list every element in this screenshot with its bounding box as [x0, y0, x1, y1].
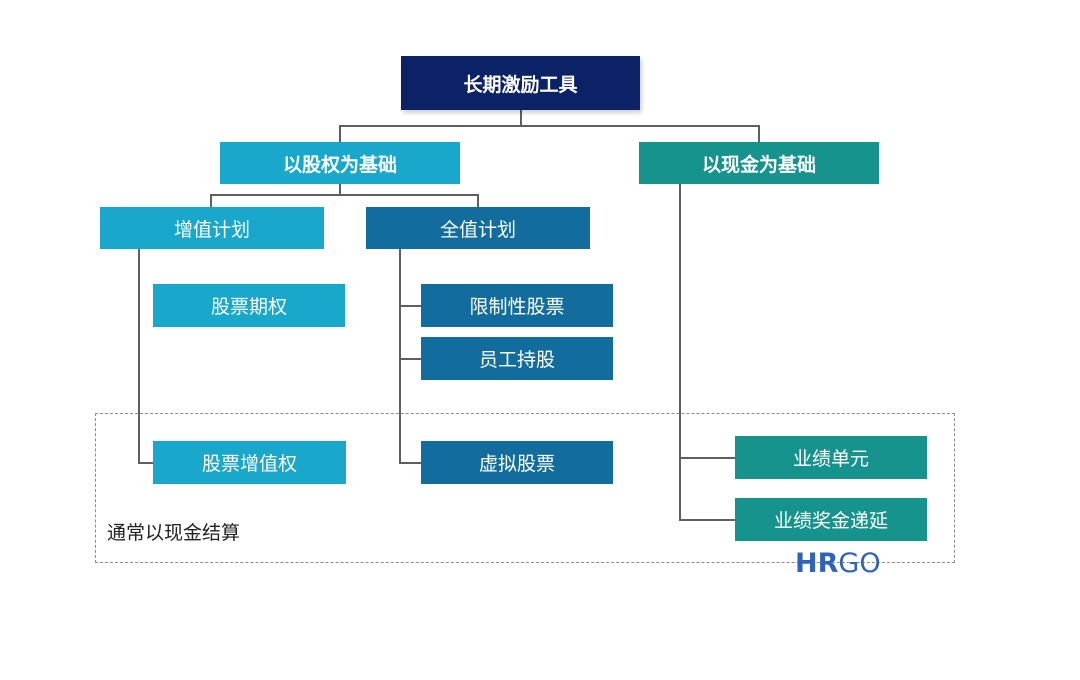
hrgo-logo: HRGO	[795, 548, 881, 580]
phantom-stock-label: 虚拟股票	[478, 453, 555, 475]
connector	[399, 305, 421, 307]
equity-based-label: 以股权为基础	[282, 153, 397, 176]
restricted-stock-node: 限制性股票	[421, 284, 613, 327]
full-value-plan-label: 全值计划	[439, 218, 516, 241]
performance-units-node: 业绩单元	[735, 436, 927, 479]
connector	[520, 110, 522, 126]
appreciation-plan-node: 增值计划	[100, 207, 324, 249]
phantom-stock-node: 虚拟股票	[421, 441, 613, 484]
root-label: 长期激励工具	[463, 73, 578, 96]
connector	[210, 194, 212, 207]
connector	[138, 249, 140, 463]
logo-go: GO	[838, 548, 881, 579]
connector	[339, 125, 341, 142]
connector	[339, 125, 759, 127]
connector	[339, 184, 341, 195]
employee-stock-ownership-label: 员工持股	[478, 349, 555, 371]
cash-based-node: 以现金为基础	[639, 142, 879, 184]
connector	[210, 194, 478, 196]
connector	[679, 184, 681, 520]
appreciation-plan-label: 增值计划	[173, 218, 250, 241]
connector	[399, 249, 401, 463]
cash-settled-note: 通常以现金结算	[107, 522, 241, 544]
deferred-performance-bonus-label: 业绩奖金递延	[773, 510, 888, 532]
employee-stock-ownership-node: 员工持股	[421, 337, 613, 380]
connector	[679, 457, 735, 459]
restricted-stock-label: 限制性股票	[469, 296, 565, 318]
full-value-plan-node: 全值计划	[366, 207, 590, 249]
equity-based-node: 以股权为基础	[220, 142, 460, 184]
stock-appreciation-rights-node: 股票增值权	[153, 441, 346, 484]
stock-appreciation-rights-label: 股票增值权	[201, 453, 297, 475]
stock-options-label: 股票期权	[210, 296, 287, 318]
stock-options-node: 股票期权	[153, 284, 345, 327]
connector	[399, 358, 421, 360]
connector	[679, 519, 735, 521]
cash-settled-region	[95, 413, 955, 563]
deferred-performance-bonus-node: 业绩奖金递延	[735, 498, 927, 541]
performance-units-label: 业绩单元	[792, 448, 869, 470]
connector	[138, 462, 154, 464]
connector	[758, 125, 760, 142]
connector	[399, 462, 421, 464]
root-node: 长期激励工具	[401, 56, 640, 110]
logo-hr: HR	[795, 548, 839, 579]
cash-based-label: 以现金为基础	[701, 153, 816, 176]
connector	[477, 194, 479, 207]
